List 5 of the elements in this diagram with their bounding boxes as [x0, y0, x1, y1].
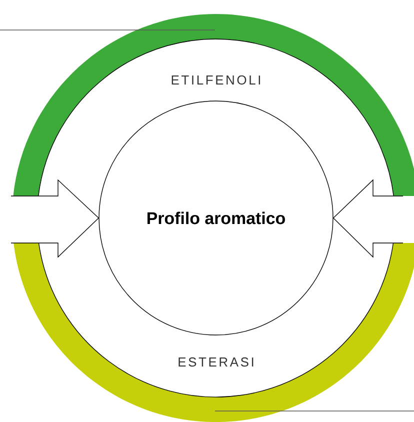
block-arrow	[332, 179, 404, 258]
arc-band: ESTERASI	[14, 242, 414, 422]
arc-band: ETILFENOLI	[13, 14, 414, 196]
block-arrow	[10, 179, 100, 258]
leader-line	[214, 410, 414, 412]
